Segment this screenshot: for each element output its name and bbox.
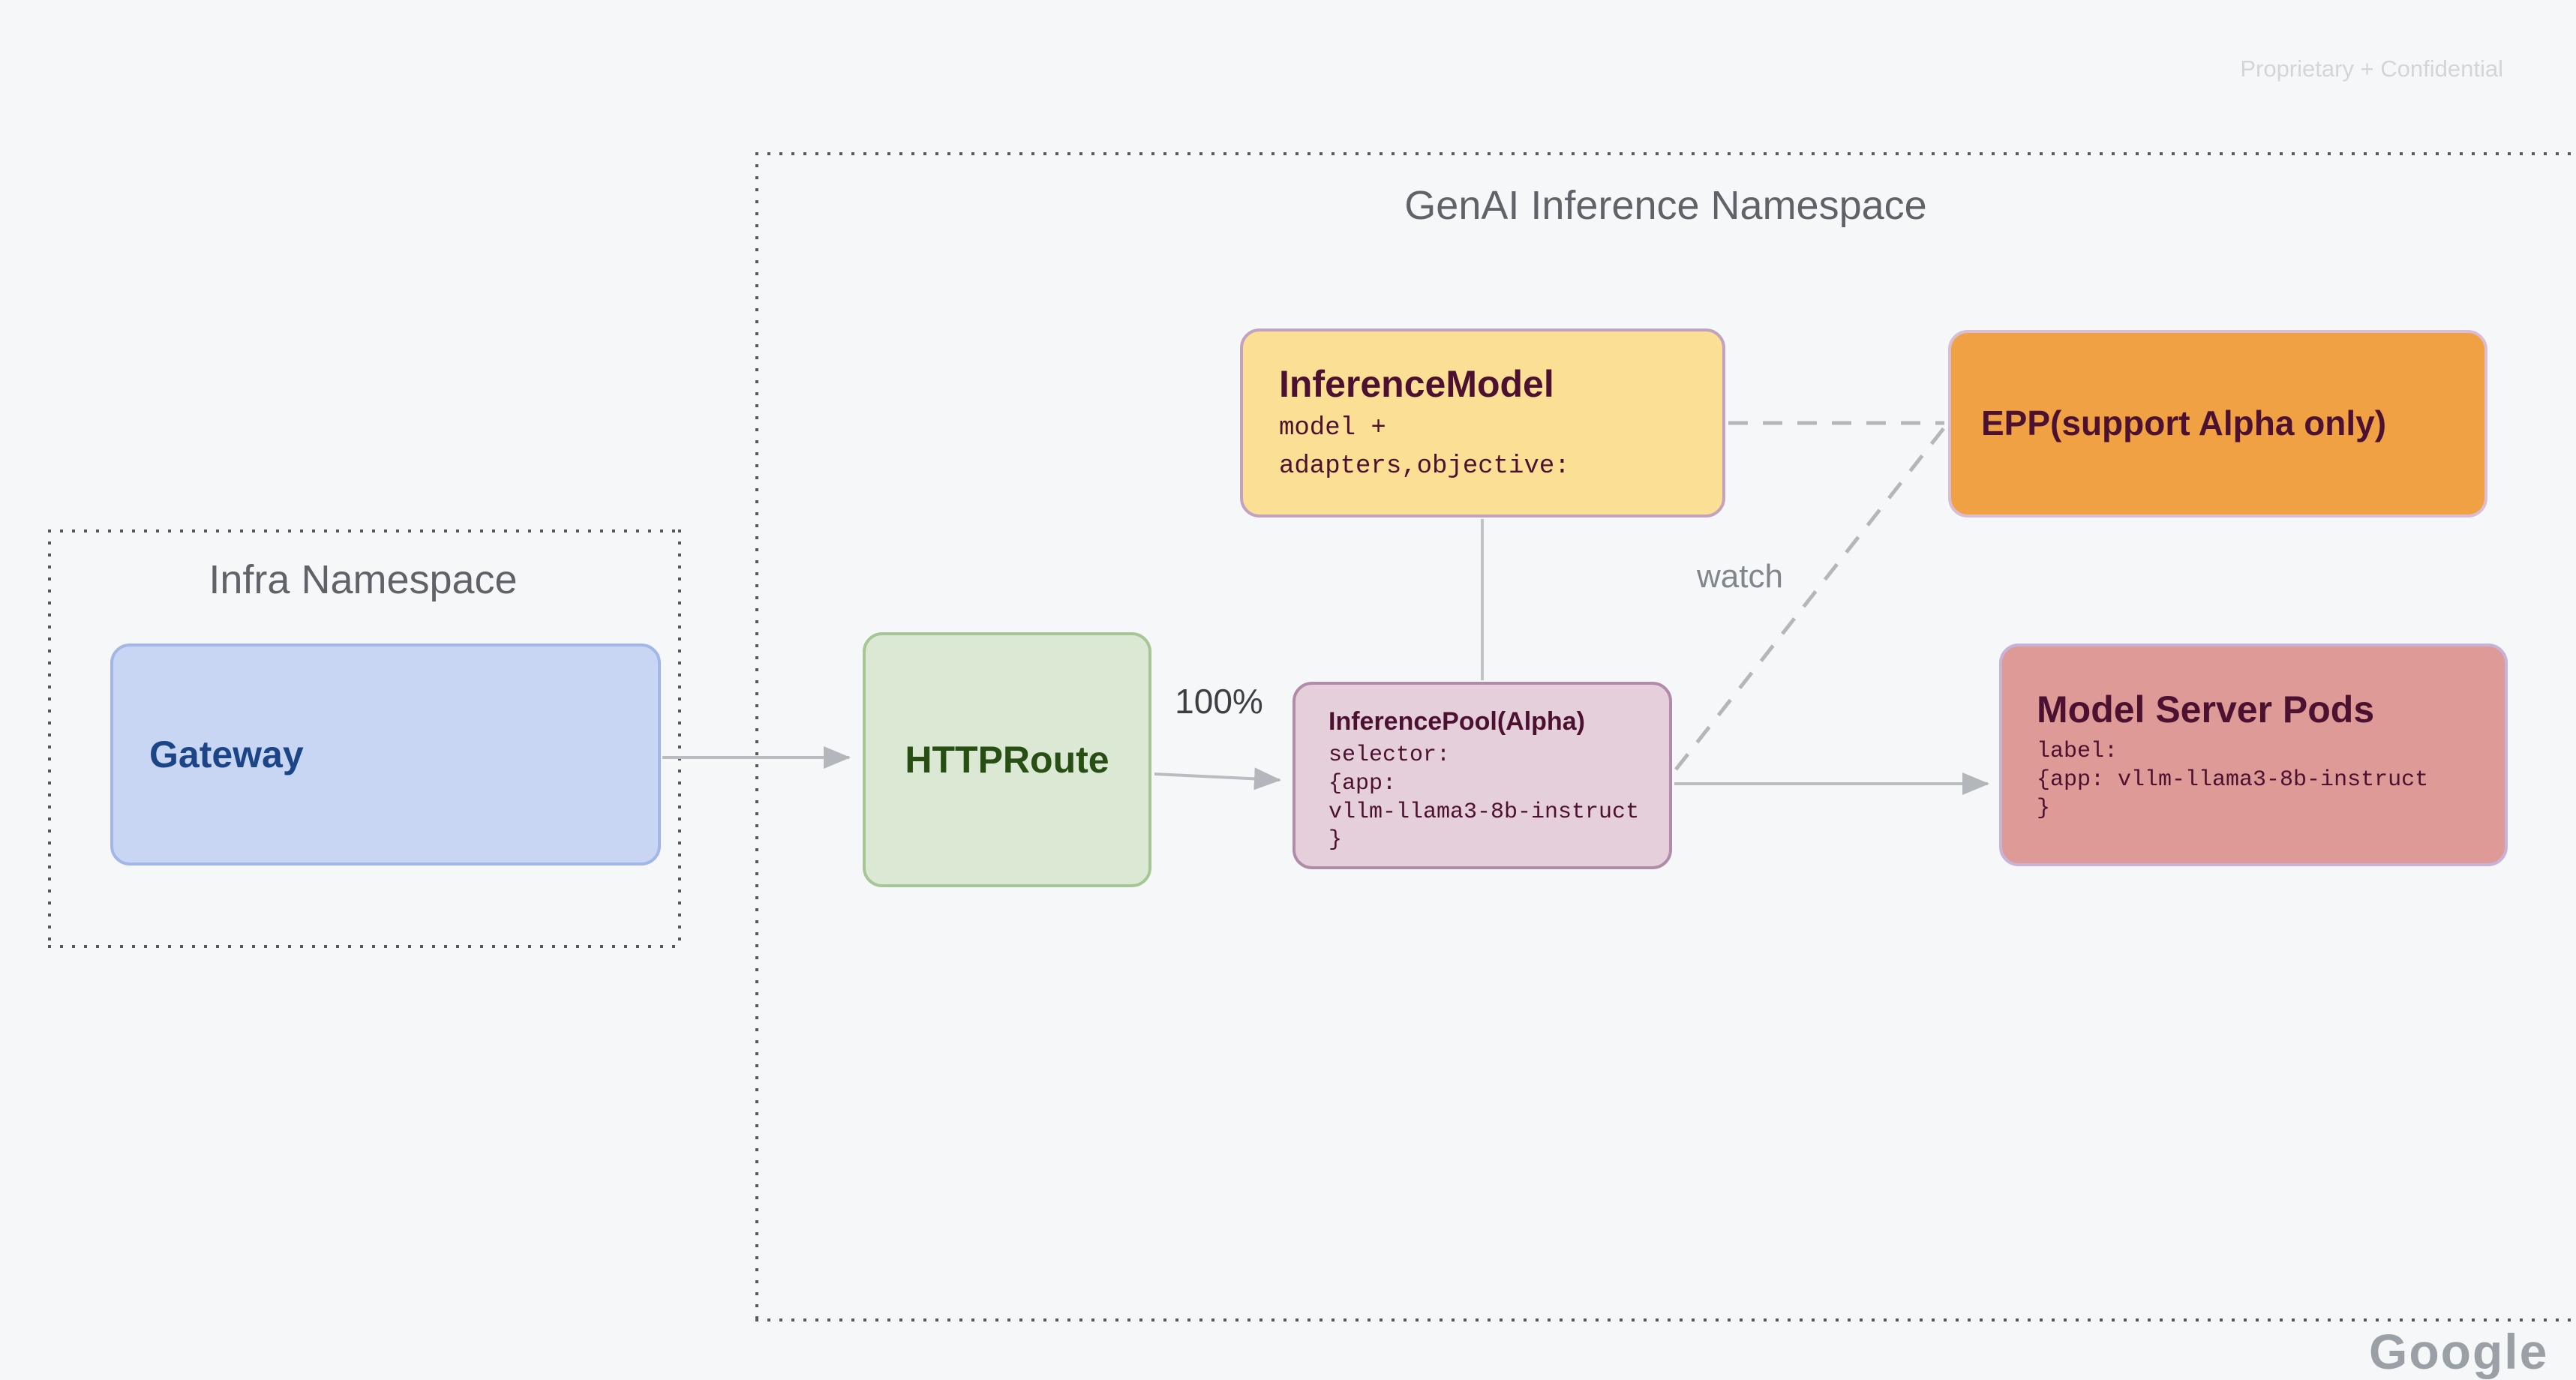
genai-namespace-border-top [755, 152, 2576, 155]
inference-pool-selector-line: } [1329, 827, 1343, 854]
genai-namespace-title: GenAI Inference Namespace [1404, 183, 1927, 228]
infra-namespace-border-bottom [48, 945, 678, 948]
watch-label: watch [1697, 558, 1783, 595]
inference-pool-selector-line: {app: [1329, 770, 1397, 796]
model-server-pods-node-title: Model Server Pods [2037, 688, 2375, 730]
inference-model-node: InferenceModel model + adapters,objectiv… [1240, 328, 1725, 518]
google-logo-partial: Google [2369, 1324, 2549, 1379]
gateway-node-title: Gateway [149, 734, 304, 776]
route-weight-label: 100% [1175, 682, 1263, 721]
confidentiality-watermark: Proprietary + Confidential [2240, 56, 2503, 82]
model-server-pods-label-line: {app: vllm-llama3-8b-instruct [2037, 766, 2429, 793]
arrow-httproute-to-inferencepool [1154, 767, 1281, 790]
infra-namespace-border-right [678, 530, 681, 945]
inference-model-spec-line: model + [1279, 414, 1386, 442]
epp-node: EPP(support Alpha only) [1948, 330, 2487, 518]
httproute-node: HTTPRoute [863, 632, 1151, 887]
model-server-pods-node: Model Server Pods label: {app: vllm-llam… [1999, 644, 2508, 866]
inference-pool-node-title: InferencePool(Alpha) [1329, 707, 1585, 736]
model-server-pods-label-line: } [2037, 795, 2051, 821]
infra-namespace-title: Infra Namespace [209, 557, 518, 602]
infra-namespace-border-left [48, 530, 51, 945]
genai-namespace-border-bottom [755, 1318, 2576, 1322]
httproute-node-title: HTTPRoute [905, 739, 1109, 781]
inference-pool-selector-line: selector: [1329, 742, 1451, 769]
gateway-node: Gateway [110, 644, 661, 866]
epp-node-title: EPP(support Alpha only) [1981, 404, 2387, 443]
inference-pool-node: InferencePool(Alpha) selector: {app: vll… [1293, 682, 1672, 869]
inference-model-spec-line: adapters,objective: [1279, 452, 1570, 481]
infra-namespace-border-top [48, 530, 678, 532]
model-server-pods-label-line: label: [2037, 739, 2118, 764]
genai-namespace-border-left [755, 152, 758, 1318]
inference-pool-selector-line: vllm-llama3-8b-instruct [1329, 799, 1640, 825]
inference-model-node-title: InferenceModel [1279, 363, 1554, 405]
